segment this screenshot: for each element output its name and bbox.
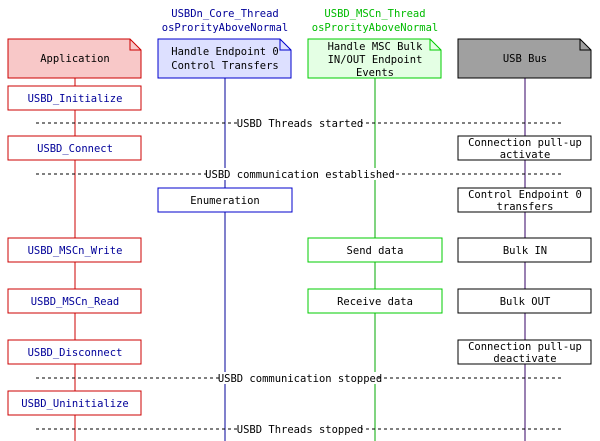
divider-comm-stopped-label: USBD communication stopped [218, 373, 382, 385]
bus-control-line2: transfers [497, 201, 554, 213]
msc-thread-priority: osProrityAboveNormal [312, 22, 438, 34]
bus-bulk-out-action: Bulk OUT [457, 288, 592, 314]
divider-comm-established: USBD communication established [36, 168, 563, 181]
bus-control-action: Control Endpoint 0 transfers [457, 187, 592, 213]
core-thread-priority: osProrityAboveNormal [162, 22, 288, 34]
bus-bulk-in-action: Bulk IN [457, 237, 592, 263]
header-bus: USB Bus [457, 38, 592, 79]
call-uninitialize: USBD_Uninitialize [7, 390, 142, 416]
header-core: Handle Endpoint 0 Control Transfers [157, 38, 292, 79]
header-core-line2: Control Transfers [171, 60, 278, 72]
msc-receive-label: Receive data [337, 296, 413, 308]
bus-bulk-out-label: Bulk OUT [500, 296, 551, 308]
divider-comm-stopped: USBD communication stopped [36, 372, 563, 385]
call-read: USBD_MSCn_Read [7, 288, 142, 314]
bus-connect-action: Connection pull-up activate [457, 135, 592, 161]
call-write-label: USBD_MSCn_Write [28, 245, 123, 257]
header-msc-line3: Events [356, 67, 394, 79]
header-msc-line1: Handle MSC Bulk [328, 41, 424, 53]
msc-receive-action: Receive data [307, 288, 443, 314]
header-msc-line2: IN/OUT Endpoint [328, 54, 423, 66]
call-disconnect-label: USBD_Disconnect [28, 347, 123, 359]
bus-disconnect-action: Connection pull-up deactivate [457, 339, 592, 365]
bus-disconnect-line1: Connection pull-up [468, 341, 582, 353]
divider-comm-established-label: USBD communication established [205, 169, 395, 181]
header-application-label: Application [40, 53, 110, 65]
call-read-label: USBD_MSCn_Read [31, 296, 120, 308]
call-connect-label: USBD_Connect [37, 143, 113, 155]
header-application: Application [7, 38, 142, 79]
call-initialize: USBD_Initialize [7, 85, 142, 111]
msc-send-label: Send data [347, 245, 404, 257]
core-enumeration-action: Enumeration [157, 187, 293, 213]
call-initialize-label: USBD_Initialize [28, 93, 123, 105]
call-write: USBD_MSCn_Write [7, 237, 142, 263]
header-bus-label: USB Bus [503, 53, 547, 65]
call-disconnect: USBD_Disconnect [7, 339, 142, 365]
msc-thread-name: USBD_MSCn_Thread [324, 8, 425, 20]
header-core-line1: Handle Endpoint 0 [171, 46, 278, 58]
divider-threads-stopped-label: USBD Threads stopped [237, 424, 363, 436]
bus-bulk-in-label: Bulk IN [503, 245, 547, 257]
bus-connect-line2: activate [500, 149, 551, 161]
call-connect: USBD_Connect [7, 135, 142, 161]
msc-send-action: Send data [307, 237, 443, 263]
bus-disconnect-line2: deactivate [493, 353, 556, 365]
core-thread-name: USBDn_Core_Thread [171, 8, 278, 20]
core-enumeration-label: Enumeration [190, 195, 260, 207]
divider-threads-started-label: USBD Threads started [237, 118, 363, 130]
bus-connect-line1: Connection pull-up [468, 137, 582, 149]
divider-threads-started: USBD Threads started [36, 117, 563, 130]
call-uninitialize-label: USBD_Uninitialize [21, 398, 128, 410]
divider-threads-stopped: USBD Threads stopped [36, 423, 563, 436]
bus-control-line1: Control Endpoint 0 [468, 189, 582, 201]
header-msc: Handle MSC Bulk IN/OUT Endpoint Events [307, 38, 442, 79]
